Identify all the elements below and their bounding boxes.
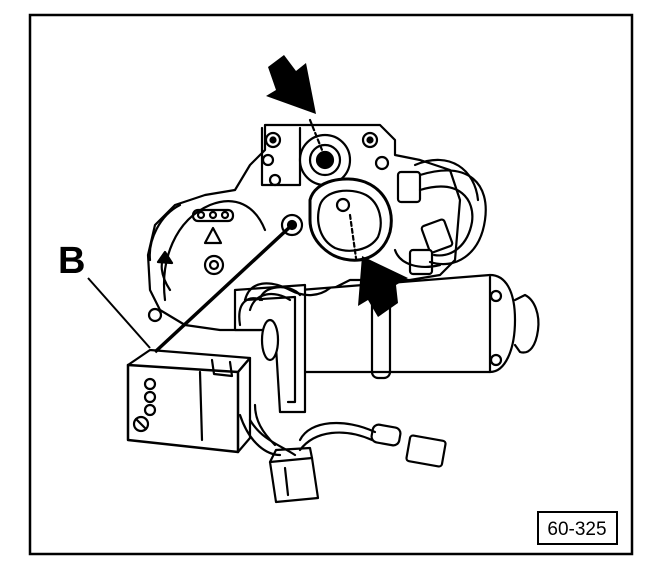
- lower-plug: [268, 456, 320, 504]
- mount-hole-lower-left: [261, 153, 275, 167]
- side-connector-sleeve: [370, 423, 402, 447]
- arrow-lower-icon: [358, 256, 408, 317]
- cam-disc-inner: [317, 189, 382, 252]
- housing-rim: [148, 203, 182, 262]
- arrow-upper-icon: [266, 55, 316, 114]
- connector-bracket: [233, 283, 307, 414]
- rotation-arrow-head: [156, 250, 174, 265]
- mount-hole-left-inner: [269, 136, 277, 144]
- reference-box: [537, 511, 618, 545]
- wire-lower-2: [238, 413, 282, 457]
- wire-loop-1: [418, 169, 487, 266]
- lower-plug-top: [268, 446, 314, 464]
- gear-boss-hub: [315, 150, 335, 170]
- connector-pin-2: [143, 390, 157, 404]
- motor-body: [298, 273, 517, 374]
- limit-switch-2: [420, 218, 454, 254]
- connector-b-side: [236, 356, 252, 454]
- leader-line-to-shaft: [153, 223, 294, 354]
- limit-switch-1: [396, 170, 422, 204]
- reference-number: 60-325: [547, 519, 606, 540]
- bracket-inner: [243, 295, 297, 404]
- gear-boss-inner: [308, 143, 342, 177]
- motor-endcap-bolt: [489, 289, 503, 303]
- connector-latch-2: [210, 358, 234, 378]
- warning-triangle-icon: [203, 226, 223, 245]
- housing-bolt: [203, 254, 225, 276]
- mount-hole-lower-left2: [268, 173, 282, 187]
- wire-loop-3: [413, 158, 480, 202]
- connector-pin-1: [143, 377, 157, 391]
- ident-dot-2: [208, 210, 218, 220]
- motor-endcap: [513, 293, 540, 354]
- wire-lower-3: [298, 421, 377, 442]
- limit-switch-3: [408, 248, 434, 276]
- connector-screw-slot: [134, 417, 148, 431]
- harness-1: [243, 282, 332, 302]
- harness-3: [258, 286, 302, 302]
- wire-lower-4: [298, 431, 374, 452]
- housing-screw-left: [147, 307, 163, 323]
- wire-bracket-down: [253, 403, 277, 447]
- wire-lead-switch: [393, 248, 442, 268]
- harness-4: [238, 297, 264, 327]
- callout-label-b: B: [58, 240, 85, 282]
- ident-dot-1: [196, 210, 206, 220]
- motor-endcap-bolt2: [489, 353, 503, 367]
- motor-assembly: [126, 118, 540, 504]
- ident-dot-3: [220, 210, 230, 220]
- callout-b-line: [87, 277, 151, 349]
- ident-plate: [191, 208, 235, 223]
- housing-bolt-inner: [208, 259, 220, 271]
- harness-grommet: [260, 318, 280, 362]
- harness-2: [248, 292, 292, 312]
- upper-centerline: [308, 118, 324, 152]
- side-connector: [405, 434, 447, 468]
- mount-hole-left: [264, 131, 282, 149]
- wire-loop-2: [418, 185, 474, 257]
- cam-pin: [335, 197, 351, 213]
- mount-hole-right: [361, 131, 379, 149]
- mount-hole-right2: [374, 155, 390, 171]
- lower-plug-rib: [283, 466, 290, 497]
- connector-latch: [198, 370, 204, 442]
- mount-hole-right-inner: [366, 136, 374, 144]
- figure-border: [28, 13, 634, 556]
- wire-lower-1: [248, 418, 297, 457]
- connector-screw: [132, 415, 150, 433]
- cam-centerline: [348, 213, 358, 260]
- connector-pin-3: [143, 403, 157, 417]
- housing-inner-curve: [163, 200, 267, 302]
